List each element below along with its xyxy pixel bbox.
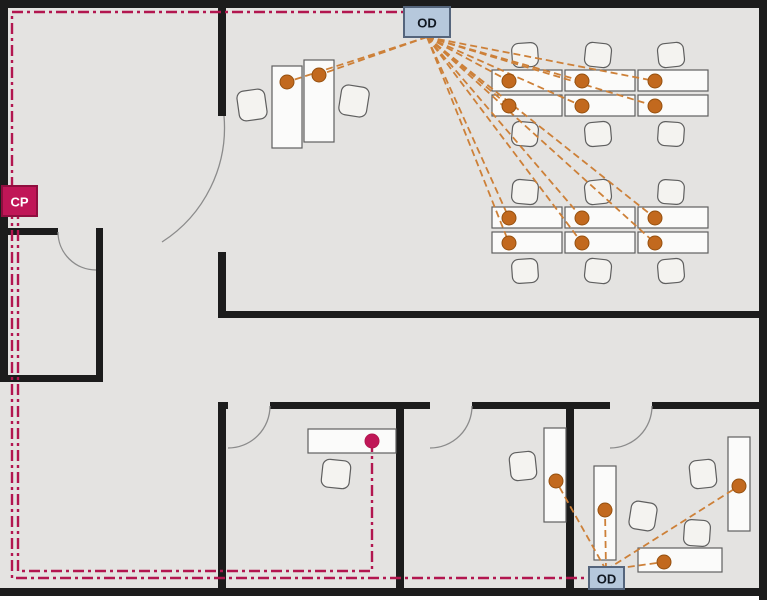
drop-line: [426, 36, 510, 219]
outlet-dot: [647, 73, 663, 89]
wall: [0, 375, 103, 382]
outlet-dot: [574, 73, 590, 89]
chair: [688, 458, 718, 490]
outlet-dot: [501, 210, 517, 226]
od-bottom-box: [588, 566, 625, 590]
outlet-dot: [656, 554, 672, 570]
drop-line: [426, 36, 583, 244]
wall: [0, 228, 58, 235]
chair: [338, 84, 370, 118]
cp-outlet-dot: [364, 433, 380, 449]
door-arc: [429, 405, 473, 449]
wall: [218, 252, 226, 318]
wall: [472, 402, 610, 409]
chair: [656, 257, 686, 285]
drop-line: [426, 36, 583, 219]
drop-line: [605, 561, 665, 571]
wall: [0, 0, 767, 8]
chair: [583, 120, 613, 148]
od-top-label: OD: [417, 16, 437, 31]
cp-box: [1, 185, 38, 217]
chair: [657, 120, 685, 148]
drop-line: [604, 509, 607, 571]
nodes-layer: OD OD CP: [1, 6, 625, 590]
outlet-dot: [647, 98, 663, 114]
doors-layer: [57, 115, 653, 449]
backbone-cp-to-outlet: [16, 208, 374, 573]
chair: [320, 458, 352, 490]
chair: [236, 88, 268, 122]
outlet-dot: [731, 478, 747, 494]
wall: [396, 402, 404, 596]
outlet-dot: [501, 235, 517, 251]
chair: [583, 41, 613, 69]
wall: [218, 402, 226, 596]
od-top-box: [403, 6, 451, 38]
od-bottom-label: OD: [597, 572, 617, 587]
outlet-dot: [501, 73, 517, 89]
chair: [508, 450, 538, 482]
outlet-dot: [574, 210, 590, 226]
outlet-dot: [574, 235, 590, 251]
drop-line: [426, 36, 656, 244]
backbone-cp-to-od-bottom: [10, 208, 592, 580]
chair: [510, 120, 540, 148]
wall: [652, 402, 767, 409]
wall: [218, 311, 767, 318]
outlet-dot: [574, 98, 590, 114]
chair: [510, 178, 540, 206]
wall: [218, 8, 226, 116]
drop-line: [555, 480, 607, 571]
drop-line: [426, 36, 510, 244]
outlet-dot: [647, 210, 663, 226]
outlet-dot: [597, 502, 613, 518]
cabling-layer: [10, 10, 747, 580]
drop-line: [426, 36, 656, 82]
wall: [96, 228, 103, 382]
door-arc: [227, 405, 271, 449]
drop-line: [426, 36, 583, 107]
wall: [270, 402, 430, 409]
drop-line: [318, 36, 428, 76]
door-arc: [609, 405, 653, 449]
desk: [637, 547, 723, 573]
outlet-dot: [548, 473, 564, 489]
chair: [583, 257, 613, 285]
drop-line: [426, 36, 510, 82]
wall: [566, 402, 574, 596]
drop-line: [426, 36, 656, 219]
outlet-dot: [501, 98, 517, 114]
outlet-dot: [279, 74, 295, 90]
wall: [0, 588, 767, 596]
chair: [656, 41, 686, 69]
drop-line: [605, 485, 740, 571]
chair: [682, 518, 712, 548]
chair: [657, 178, 685, 206]
wall: [759, 0, 767, 600]
chair: [511, 257, 539, 285]
outlet-dot: [311, 67, 327, 83]
desk: [303, 59, 335, 143]
backbone-cp-to-od-top: [10, 10, 404, 188]
chair: [628, 500, 658, 532]
desk: [307, 428, 397, 454]
door-arc: [161, 115, 226, 243]
door-arc: [57, 231, 97, 271]
cp-label: CP: [10, 195, 28, 210]
outlet-dot: [647, 235, 663, 251]
drop-line: [426, 36, 656, 107]
